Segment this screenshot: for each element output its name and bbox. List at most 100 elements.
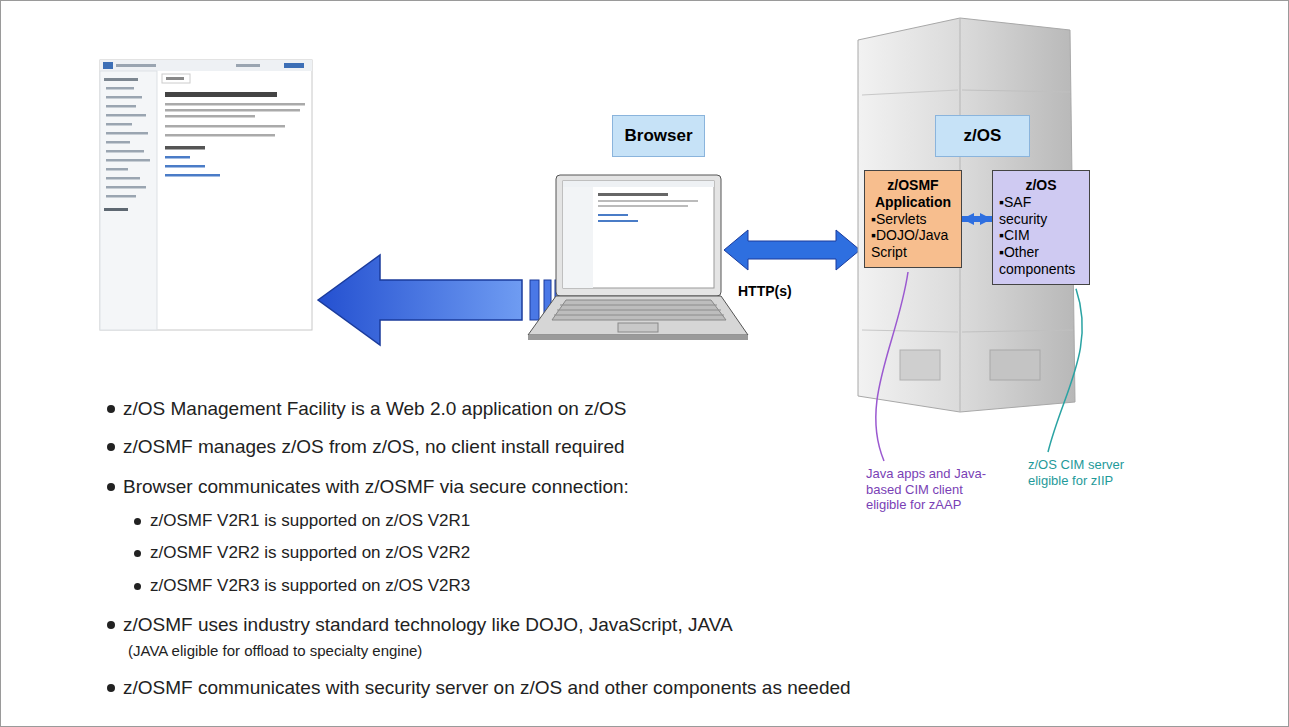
laptop-illustration — [557, 310, 721, 311]
screenshot-illustration — [165, 103, 305, 106]
http-double-arrow — [724, 230, 860, 270]
screenshot-illustration — [166, 77, 184, 80]
box-heading: z/OS — [942, 126, 1023, 146]
leader-line — [876, 272, 908, 461]
sub-bullet-text: z/OSMF V2R1 is supported on z/OS V2R1 — [150, 511, 470, 531]
box-heading: z/OSMF Application — [871, 177, 955, 211]
bullet-text: z/OS Management Facility is a Web 2.0 ap… — [123, 398, 626, 421]
screenshot-illustration — [106, 105, 136, 108]
screenshot-illustration — [236, 64, 260, 67]
bullet-item: ▪Servlets — [871, 211, 955, 228]
screenshot-illustration — [165, 109, 300, 112]
bullet-text: Browser communicates with z/OSMF via sec… — [123, 476, 629, 499]
laptop-illustration — [598, 220, 638, 222]
screenshot-illustration — [106, 87, 134, 90]
laptop-illustration — [563, 187, 593, 288]
label-box: z/OS — [935, 115, 1030, 157]
connector-group — [962, 218, 992, 219]
mainframe-cabinet — [900, 350, 940, 380]
laptop-illustration — [528, 175, 748, 340]
mainframe-cabinet — [862, 90, 958, 95]
bullet-item: ▪CIM — [999, 227, 1083, 244]
screenshot-illustration — [106, 141, 130, 144]
screenshot-illustration — [104, 78, 138, 81]
screenshot-illustration — [106, 168, 128, 171]
bullet-dot — [134, 550, 141, 557]
laptop-illustration — [528, 296, 748, 335]
screenshot-illustration — [106, 195, 136, 198]
bullet-item: ▪SAF security — [999, 194, 1083, 228]
bullet-item: ▪Other components — [999, 244, 1083, 278]
big-left-arrow — [318, 255, 559, 345]
laptop-illustration — [563, 181, 714, 187]
bullet-dot — [107, 483, 115, 491]
label-box: Browser — [612, 115, 705, 157]
box-heading: z/OS — [999, 177, 1083, 194]
screenshot-illustration — [106, 159, 150, 162]
screenshot-illustration — [106, 96, 142, 99]
screenshot-illustration — [165, 174, 220, 177]
screenshot-illustration — [103, 62, 113, 69]
bullet-text: z/OSMF manages z/OS from z/OS, no client… — [123, 436, 625, 459]
sub-bullet-text: z/OSMF V2R2 is supported on z/OS V2R2 — [150, 543, 470, 563]
bullet-dot — [107, 684, 115, 692]
component-box: z/OS▪SAF security▪CIM▪Other components — [992, 170, 1090, 285]
note-text: (JAVA eligible for offload to specialty … — [128, 642, 422, 660]
screenshot-illustration — [165, 165, 205, 168]
laptop-illustration — [598, 214, 628, 216]
sub-bullet-text: z/OSMF V2R3 is supported on z/OS V2R3 — [150, 576, 470, 596]
screenshot-illustration — [106, 114, 146, 117]
http-double-arrow — [724, 230, 860, 270]
mainframe-cabinet — [962, 90, 1070, 92]
laptop-illustration — [598, 200, 698, 202]
bullet-dot — [134, 518, 141, 525]
screenshot-illustration — [100, 60, 312, 330]
screenshot-illustration — [162, 74, 190, 83]
screenshot-illustration — [106, 150, 144, 153]
bullet-dot — [107, 621, 115, 629]
screenshot-illustration — [100, 71, 157, 330]
bullet-text: z/OSMF uses industry standard technology… — [123, 614, 733, 637]
screenshot-illustration — [106, 132, 148, 135]
laptop-illustration — [563, 181, 714, 288]
laptop-illustration — [598, 193, 668, 196]
double-arrow-connector — [962, 216, 992, 222]
screenshot-illustration — [284, 63, 304, 68]
bullet-text: z/OSMF communicates with security server… — [123, 677, 851, 700]
laptop-illustration — [598, 205, 688, 207]
screenshot-illustration — [106, 123, 132, 126]
screenshot-illustration — [165, 134, 275, 137]
laptop-illustration — [552, 300, 726, 320]
bullet-dot — [107, 405, 115, 413]
screenshot-illustration — [116, 64, 156, 67]
big-left-arrow — [318, 255, 522, 345]
screenshot-illustration — [165, 156, 190, 159]
laptop-illustration — [560, 305, 717, 306]
laptop-illustration — [556, 175, 721, 296]
screenshot-illustration — [106, 186, 146, 189]
mainframe-cabinet — [990, 350, 1040, 380]
callout-note: z/OS CIM server eligible for zIIP — [1028, 457, 1128, 488]
screenshot-illustration — [165, 125, 285, 128]
mainframe-cabinet — [962, 330, 1073, 332]
component-box: z/OSMF Application▪Servlets▪DOJO/Java Sc… — [864, 170, 962, 268]
screenshot-illustration — [165, 92, 277, 97]
leader-line — [1048, 289, 1082, 452]
screenshot-illustration — [100, 60, 312, 71]
laptop-illustration — [554, 315, 724, 316]
callout-note: Java apps and Java-based CIM client elig… — [866, 466, 991, 513]
mainframe-cabinet — [862, 330, 958, 332]
screenshot-illustration — [165, 115, 255, 118]
screenshot-illustration — [165, 146, 205, 150]
bullet-item: ▪DOJO/Java Script — [871, 227, 955, 261]
box-heading: Browser — [619, 126, 698, 146]
bullet-dot — [107, 443, 115, 451]
screenshot-illustration — [104, 208, 128, 211]
big-left-arrow — [530, 280, 539, 320]
laptop-illustration — [618, 323, 658, 332]
protocol-label: HTTP(s) — [738, 283, 792, 300]
screenshot-illustration — [100, 60, 312, 330]
